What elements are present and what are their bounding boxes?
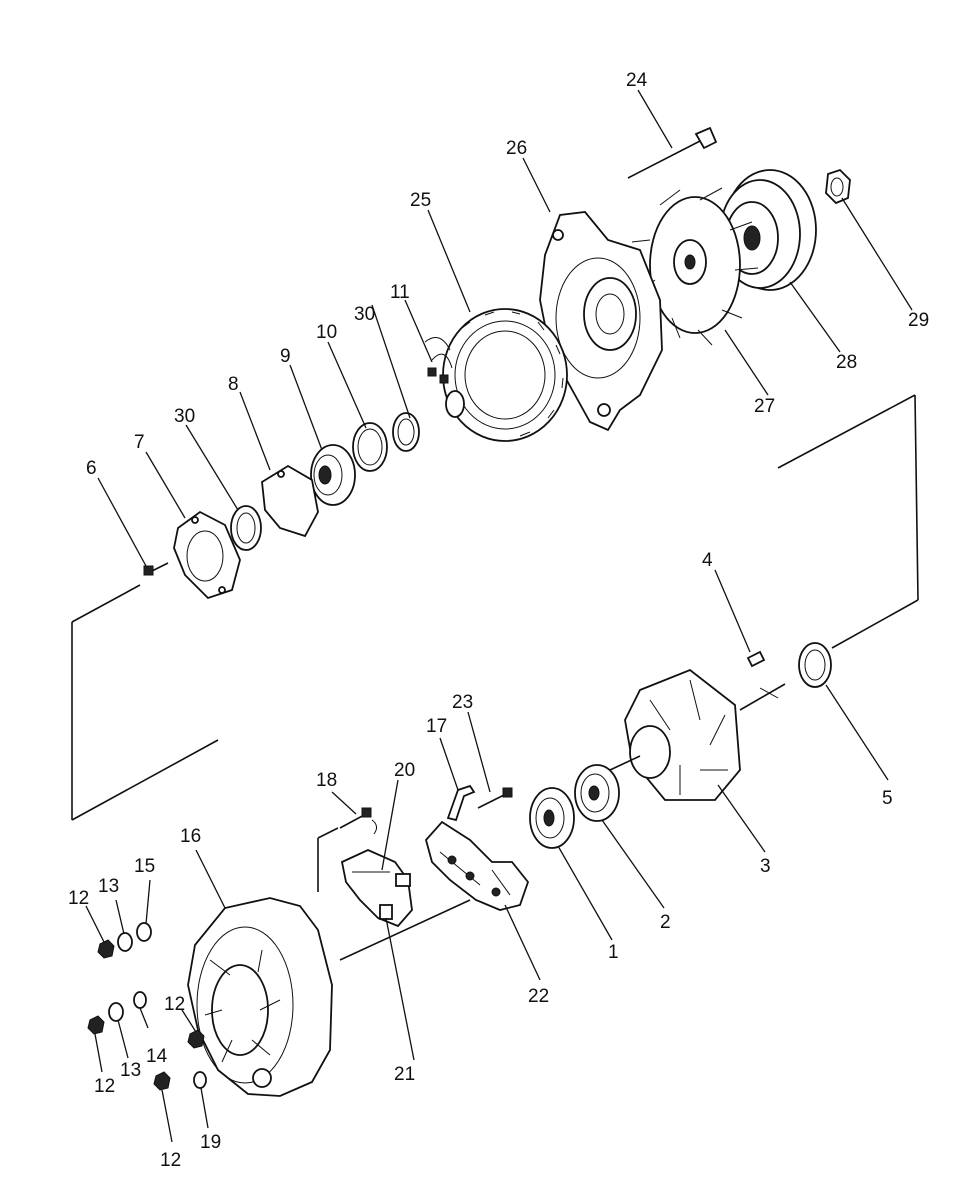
part-30-spacer-ring-upper: [392, 412, 420, 452]
label-part-29: 29: [908, 310, 929, 331]
part-15-washer: [136, 922, 152, 942]
label-part-2: 2: [660, 912, 671, 933]
label-part-21: 21: [394, 1064, 415, 1085]
part-6-screw: [143, 562, 169, 576]
label-part-28: 28: [836, 352, 857, 373]
label-part-9: 9: [280, 346, 291, 367]
part-9-bearing: [310, 444, 356, 506]
label-part-30-upper: 30: [354, 304, 375, 325]
label-part-4: 4: [702, 550, 713, 571]
part-20-21-regulator-brush-holder: [340, 849, 413, 928]
label-part-13-lower: 13: [120, 1060, 141, 1081]
label-part-27: 27: [754, 396, 775, 417]
label-part-26: 26: [506, 138, 527, 159]
label-part-7: 7: [134, 432, 145, 453]
label-part-10: 10: [316, 322, 337, 343]
part-16-rear-housing: [187, 897, 333, 1097]
label-part-24: 24: [626, 70, 648, 91]
part-11-stator-leads: [424, 337, 453, 384]
part-24-through-bolt: [627, 126, 718, 179]
label-part-22: 22: [528, 986, 549, 1007]
part-4-woodruff-key: [746, 650, 766, 668]
part-29-pulley-nut: [825, 168, 851, 205]
label-part-12-left: 12: [94, 1076, 115, 1097]
part-30-spacer-ring-lower: [230, 505, 262, 551]
part-14-washer: [133, 991, 147, 1009]
label-part-12-upper: 12: [68, 888, 89, 909]
part-19-screw: [193, 1071, 207, 1089]
part-12-nut-mid: [187, 1029, 205, 1049]
label-part-20: 20: [394, 760, 415, 781]
part-25-stator: [442, 308, 568, 442]
part-18-screw: [339, 807, 378, 835]
label-part-16: 16: [180, 826, 201, 847]
leader-lines: [85, 89, 913, 1143]
part-23-screw: [477, 787, 513, 809]
part-12-nut-left: [87, 1015, 105, 1035]
part-13-washer-upper: [117, 932, 133, 952]
label-part-8: 8: [228, 374, 239, 395]
label-part-17: 17: [426, 716, 447, 737]
part-1-bearing: [529, 787, 575, 849]
assembly-axis-lines: [71, 394, 919, 961]
part-10-ring: [352, 422, 388, 472]
part-22-rectifier: [425, 820, 530, 911]
label-part-12-mid: 12: [164, 994, 185, 1015]
part-7-bearing-retainer: [173, 510, 241, 600]
part-12-nut-upper: [97, 939, 115, 959]
part-8-bearing-cover-plate: [261, 464, 319, 538]
label-part-14: 14: [146, 1046, 168, 1067]
label-part-30-lower: 30: [174, 406, 195, 427]
part-27-cooling-fan: [631, 187, 759, 346]
label-part-11: 11: [390, 282, 410, 303]
part-5-collar: [798, 642, 832, 688]
part-3-rotor: [609, 668, 786, 801]
label-part-23: 23: [452, 692, 473, 713]
part-2-bearing: [574, 764, 620, 822]
label-part-13-upper: 13: [98, 876, 119, 897]
part-13-washer-lower: [108, 1002, 124, 1022]
label-part-15: 15: [134, 856, 155, 877]
part-17-bracket: [446, 784, 476, 822]
part-26-front-housing: [539, 211, 663, 432]
part-12-nut-lower: [153, 1071, 171, 1091]
label-part-12-lower: 12: [160, 1150, 181, 1171]
part-number-labels: 24 26 25 29 28 27 11 30 10 9 8 30 7 6 4 …: [68, 70, 929, 1171]
label-part-5: 5: [882, 788, 893, 809]
label-part-3: 3: [760, 856, 771, 877]
label-part-6: 6: [86, 458, 97, 479]
label-part-19: 19: [200, 1132, 221, 1153]
label-part-1: 1: [608, 942, 619, 963]
label-part-25: 25: [410, 190, 431, 211]
label-part-18: 18: [316, 770, 337, 791]
